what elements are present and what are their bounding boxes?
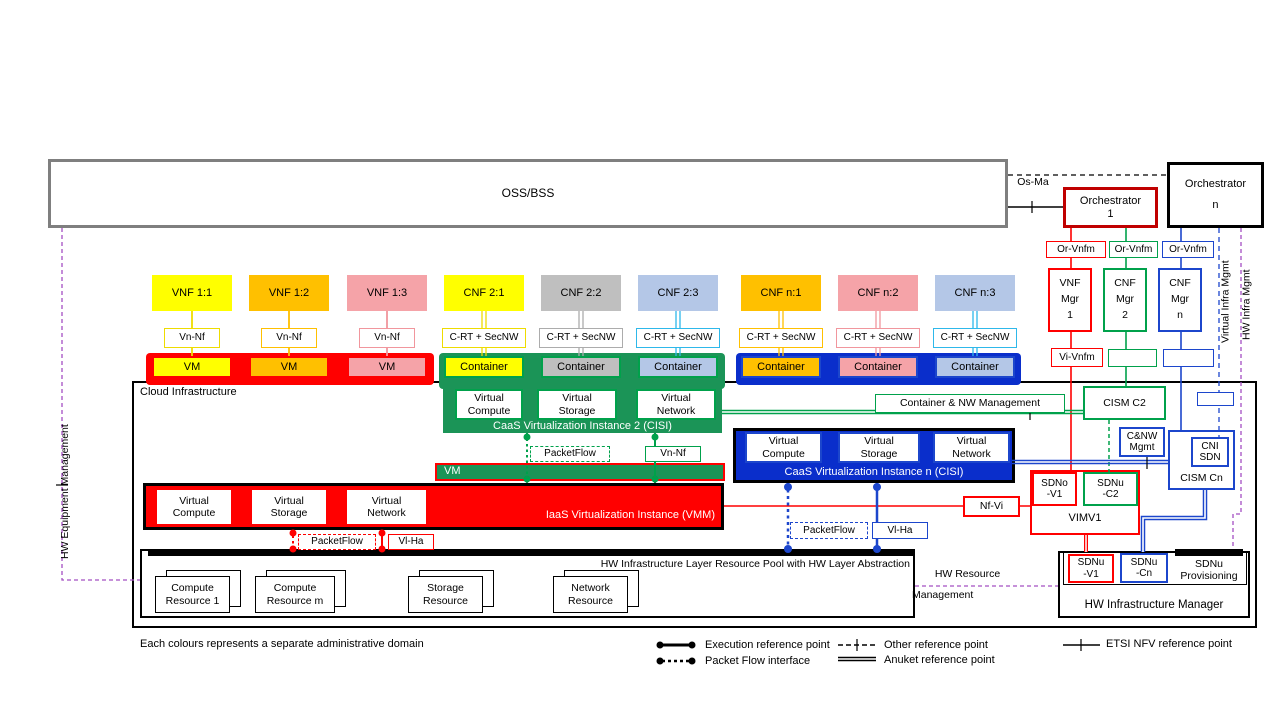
vnf-mgr-1-box: VNF Mgr 1 (1048, 268, 1092, 332)
hw-abstraction-bar (148, 549, 913, 556)
vm-bar-label: VM (444, 465, 461, 477)
ref-point-label: C-RT + SecNW (636, 328, 720, 348)
caasn-virtual-storage-box: Virtual Storage (838, 432, 920, 463)
cism-cn-label: CISM Cn (1180, 472, 1223, 484)
iaas-box (143, 483, 724, 530)
resource-box: Network Resource (553, 576, 628, 613)
unit-box: Container (935, 356, 1015, 378)
ref-point-label: Vn-Nf (164, 328, 220, 348)
os-ma-label: Os-Ma (1017, 176, 1049, 188)
unit-box: VM (249, 356, 329, 378)
ref-point-label: C-RT + SecNW (933, 328, 1017, 348)
sdno-v1-box: SDNo -V1 (1032, 472, 1077, 506)
ref-point-label: C-RT + SecNW (836, 328, 920, 348)
cnf-mgr-2-box: CNF Mgr 2 (1103, 268, 1147, 332)
cism-c2-box: CISM C2 (1083, 386, 1166, 420)
iaas-virtual-network-box: Virtual Network (345, 488, 428, 526)
sdnu-v1-box: SDNu -V1 (1068, 554, 1114, 583)
cni-sdn-box: CNI SDN (1191, 437, 1229, 467)
legend-execution-label: Execution reference point (705, 639, 830, 651)
unit-box: Container (838, 356, 918, 378)
or-vnfm-label-green: Or-Vnfm (1109, 241, 1158, 258)
hw-resource-mgmt-label-2: Management (912, 589, 974, 601)
vi-vnfm-label: Vi-Vnfm (1051, 348, 1103, 367)
unit-box: Container (741, 356, 821, 378)
caas2-packetflow-label: PacketFlow (530, 446, 610, 462)
vim-label: VIMV1 (1068, 512, 1102, 524)
sdnu-provisioning-bar (1175, 549, 1243, 556)
caas2-virtual-network-box: Virtual Network (636, 389, 716, 420)
empty-blue-box (1197, 392, 1234, 406)
nf-box: VNF 1:3 (347, 275, 427, 311)
or-vnfm-label-blue: Or-Vnfm (1162, 241, 1214, 258)
caasn-packetflow-label: PacketFlow (790, 522, 868, 539)
nf-vi-label: Nf-Vi (963, 496, 1020, 517)
orchestrator-n-box: Orchestrator n (1167, 162, 1264, 228)
unit-box: Container (444, 356, 524, 378)
sdnu-c2-box: SDNu -C2 (1083, 472, 1138, 506)
unit-box: VM (152, 356, 232, 378)
caasn-virtual-compute-box: Virtual Compute (745, 432, 822, 463)
orchestrator-1-box: Orchestrator 1 (1063, 187, 1158, 228)
ref-point-label: Vn-Nf (359, 328, 415, 348)
ref-point-label: C-RT + SecNW (739, 328, 823, 348)
caas2-virtual-storage-box: Virtual Storage (537, 389, 617, 420)
vi-vnfm-empty-blue-box (1163, 349, 1214, 367)
iaas-vl-ha-label: Vl-Ha (388, 534, 434, 550)
legend-anuket-label: Anuket reference point (884, 654, 995, 666)
oss-bss-box: OSS/BSS (48, 159, 1008, 228)
sdnu-provisioning-label: SDNu Provisioning (1180, 558, 1238, 583)
caasn-virtual-network-box: Virtual Network (933, 432, 1010, 463)
ref-point-label: C-RT + SecNW (539, 328, 623, 348)
ref-point-label: C-RT + SecNW (442, 328, 526, 348)
sdnu-cn-box: SDNu -Cn (1120, 553, 1168, 583)
unit-box: Container (541, 356, 621, 378)
cloud-infrastructure-title: Cloud Infrastructure (140, 386, 237, 398)
legend-packetflow-label: Packet Flow interface (705, 655, 811, 667)
unit-box: VM (347, 356, 427, 378)
caas2-vn-nf-label: Vn-Nf (645, 446, 701, 462)
or-vnfm-label-red: Or-Vnfm (1046, 241, 1106, 258)
cnf-mgr-n-box: CNF Mgr n (1158, 268, 1202, 332)
hw-infra-mgmt-label: HW Infra Mgmt (1240, 269, 1253, 341)
ref-point-label: Vn-Nf (261, 328, 317, 348)
caas2-virtual-compute-box: Virtual Compute (455, 389, 523, 420)
virtual-infra-mgmt-label: Virtual Infra Mgmt (1219, 260, 1232, 344)
nf-box: CNF n:1 (741, 275, 821, 311)
resource-box: Storage Resource (408, 576, 483, 613)
nf-box: CNF 2:1 (444, 275, 524, 311)
nf-box: CNF n:3 (935, 275, 1015, 311)
hw-equipment-mgmt-label: HW Equipment Management (59, 424, 71, 560)
caasn-title: CaaS Virtualization Instance n (CISI) (784, 466, 964, 478)
unit-box: Container (638, 356, 718, 378)
cnw-mgmt-box: C&NW Mgmt (1119, 427, 1165, 457)
nf-box: CNF 2:2 (541, 275, 621, 311)
legend-other-label: Other reference point (884, 639, 988, 651)
hw-infra-manager-title: HW Infrastructure Manager (1084, 599, 1224, 611)
nf-box: VNF 1:1 (152, 275, 232, 311)
nf-box: CNF n:2 (838, 275, 918, 311)
caasn-vl-ha-label: Vl-Ha (872, 522, 928, 539)
nf-box: VNF 1:2 (249, 275, 329, 311)
admin-domain-note: Each colours represents a separate admin… (140, 638, 424, 650)
iaas-title: IaaS Virtualization Instance (VMM) (545, 509, 715, 521)
vi-vnfm-empty-green-box (1108, 349, 1157, 367)
hw-pool-title: HW Infrastructure Layer Resource Pool wi… (600, 558, 910, 570)
hw-resource-mgmt-label-1: HW Resource (934, 568, 1001, 580)
container-nw-mgmt-label: Container & NW Management (875, 394, 1065, 413)
iaas-virtual-compute-box: Virtual Compute (155, 488, 233, 526)
caas2-title: CaaS Virtualization Instance 2 (CISI) (493, 420, 672, 432)
iaas-virtual-storage-box: Virtual Storage (250, 488, 328, 526)
resource-box: Compute Resource m (255, 576, 335, 613)
resource-box: Compute Resource 1 (155, 576, 230, 613)
nf-box: CNF 2:3 (638, 275, 718, 311)
legend-etsi-label: ETSI NFV reference point (1106, 638, 1232, 650)
iaas-packetflow-label: PacketFlow (298, 534, 376, 550)
